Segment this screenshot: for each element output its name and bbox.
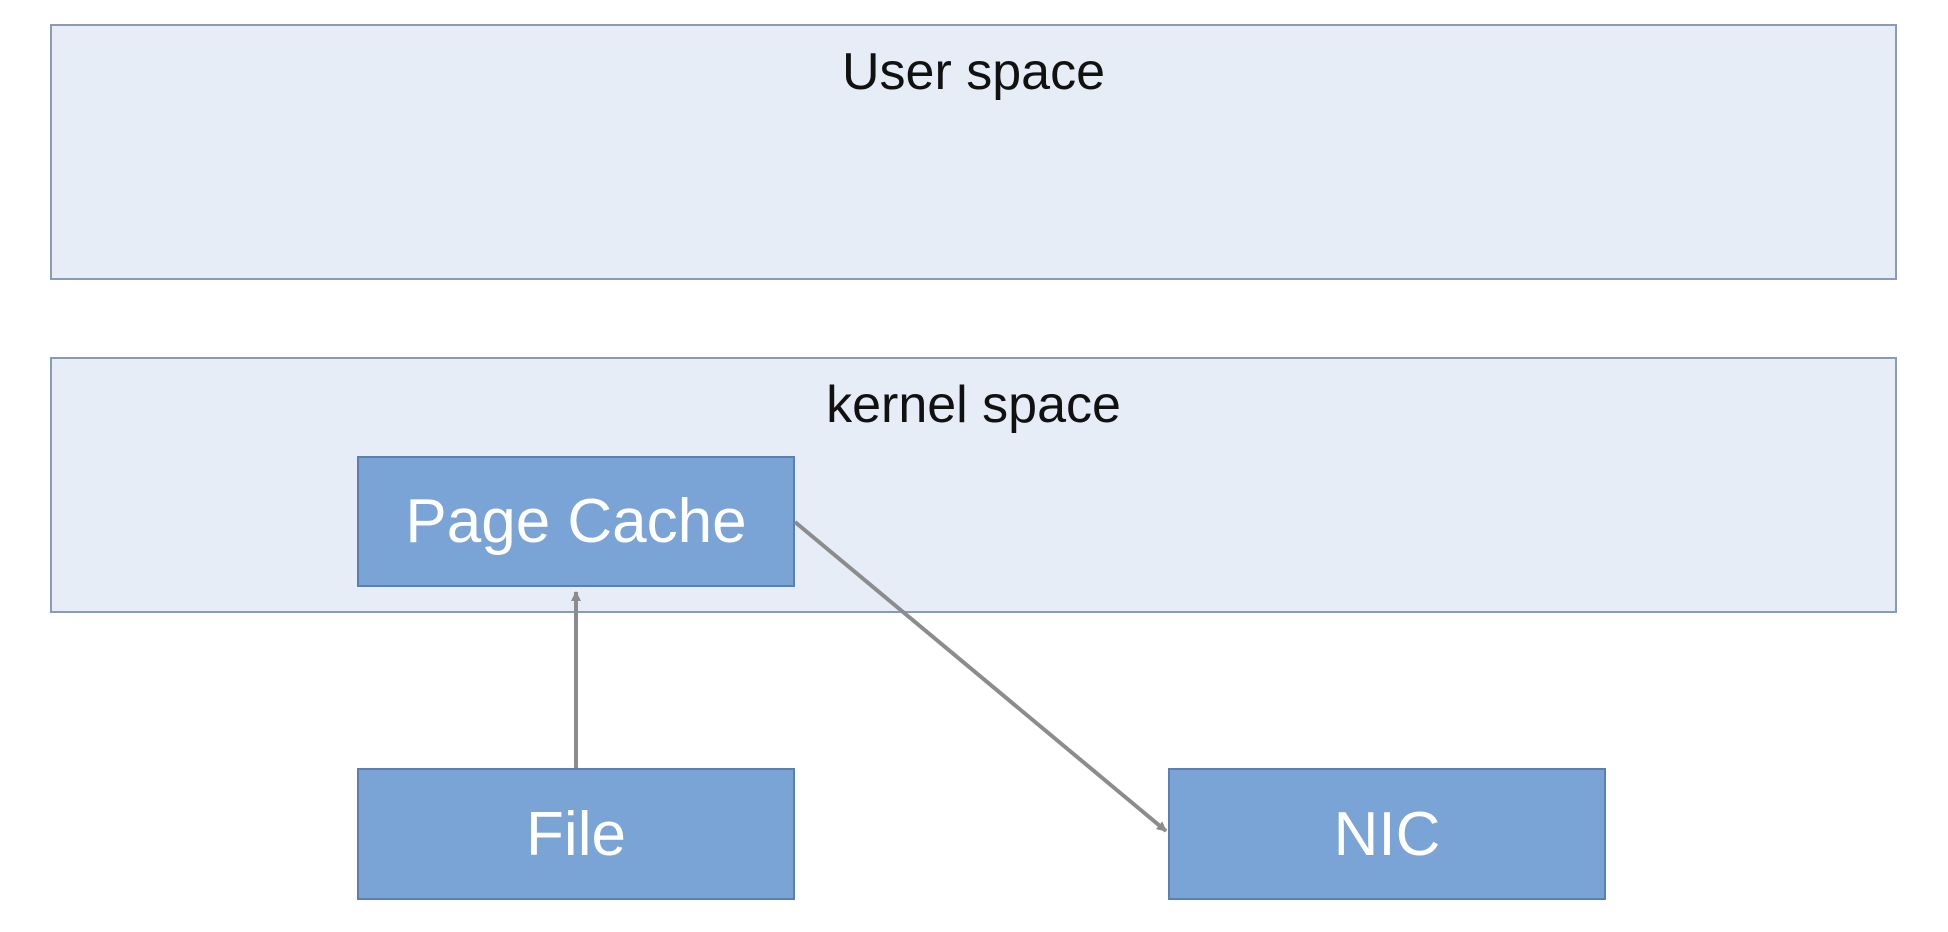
page-cache-label: Page Cache <box>405 487 747 556</box>
file-label: File <box>526 799 626 869</box>
kernel-space-region: kernel space <box>50 357 1897 613</box>
file-box: File <box>357 768 795 900</box>
kernel-space-label: kernel space <box>826 376 1121 434</box>
page-cache-box: Page Cache <box>357 456 795 587</box>
user-space-label: User space <box>842 43 1105 101</box>
user-space-region: User space <box>50 24 1897 280</box>
nic-box: NIC <box>1168 768 1606 900</box>
nic-label: NIC <box>1333 799 1441 869</box>
